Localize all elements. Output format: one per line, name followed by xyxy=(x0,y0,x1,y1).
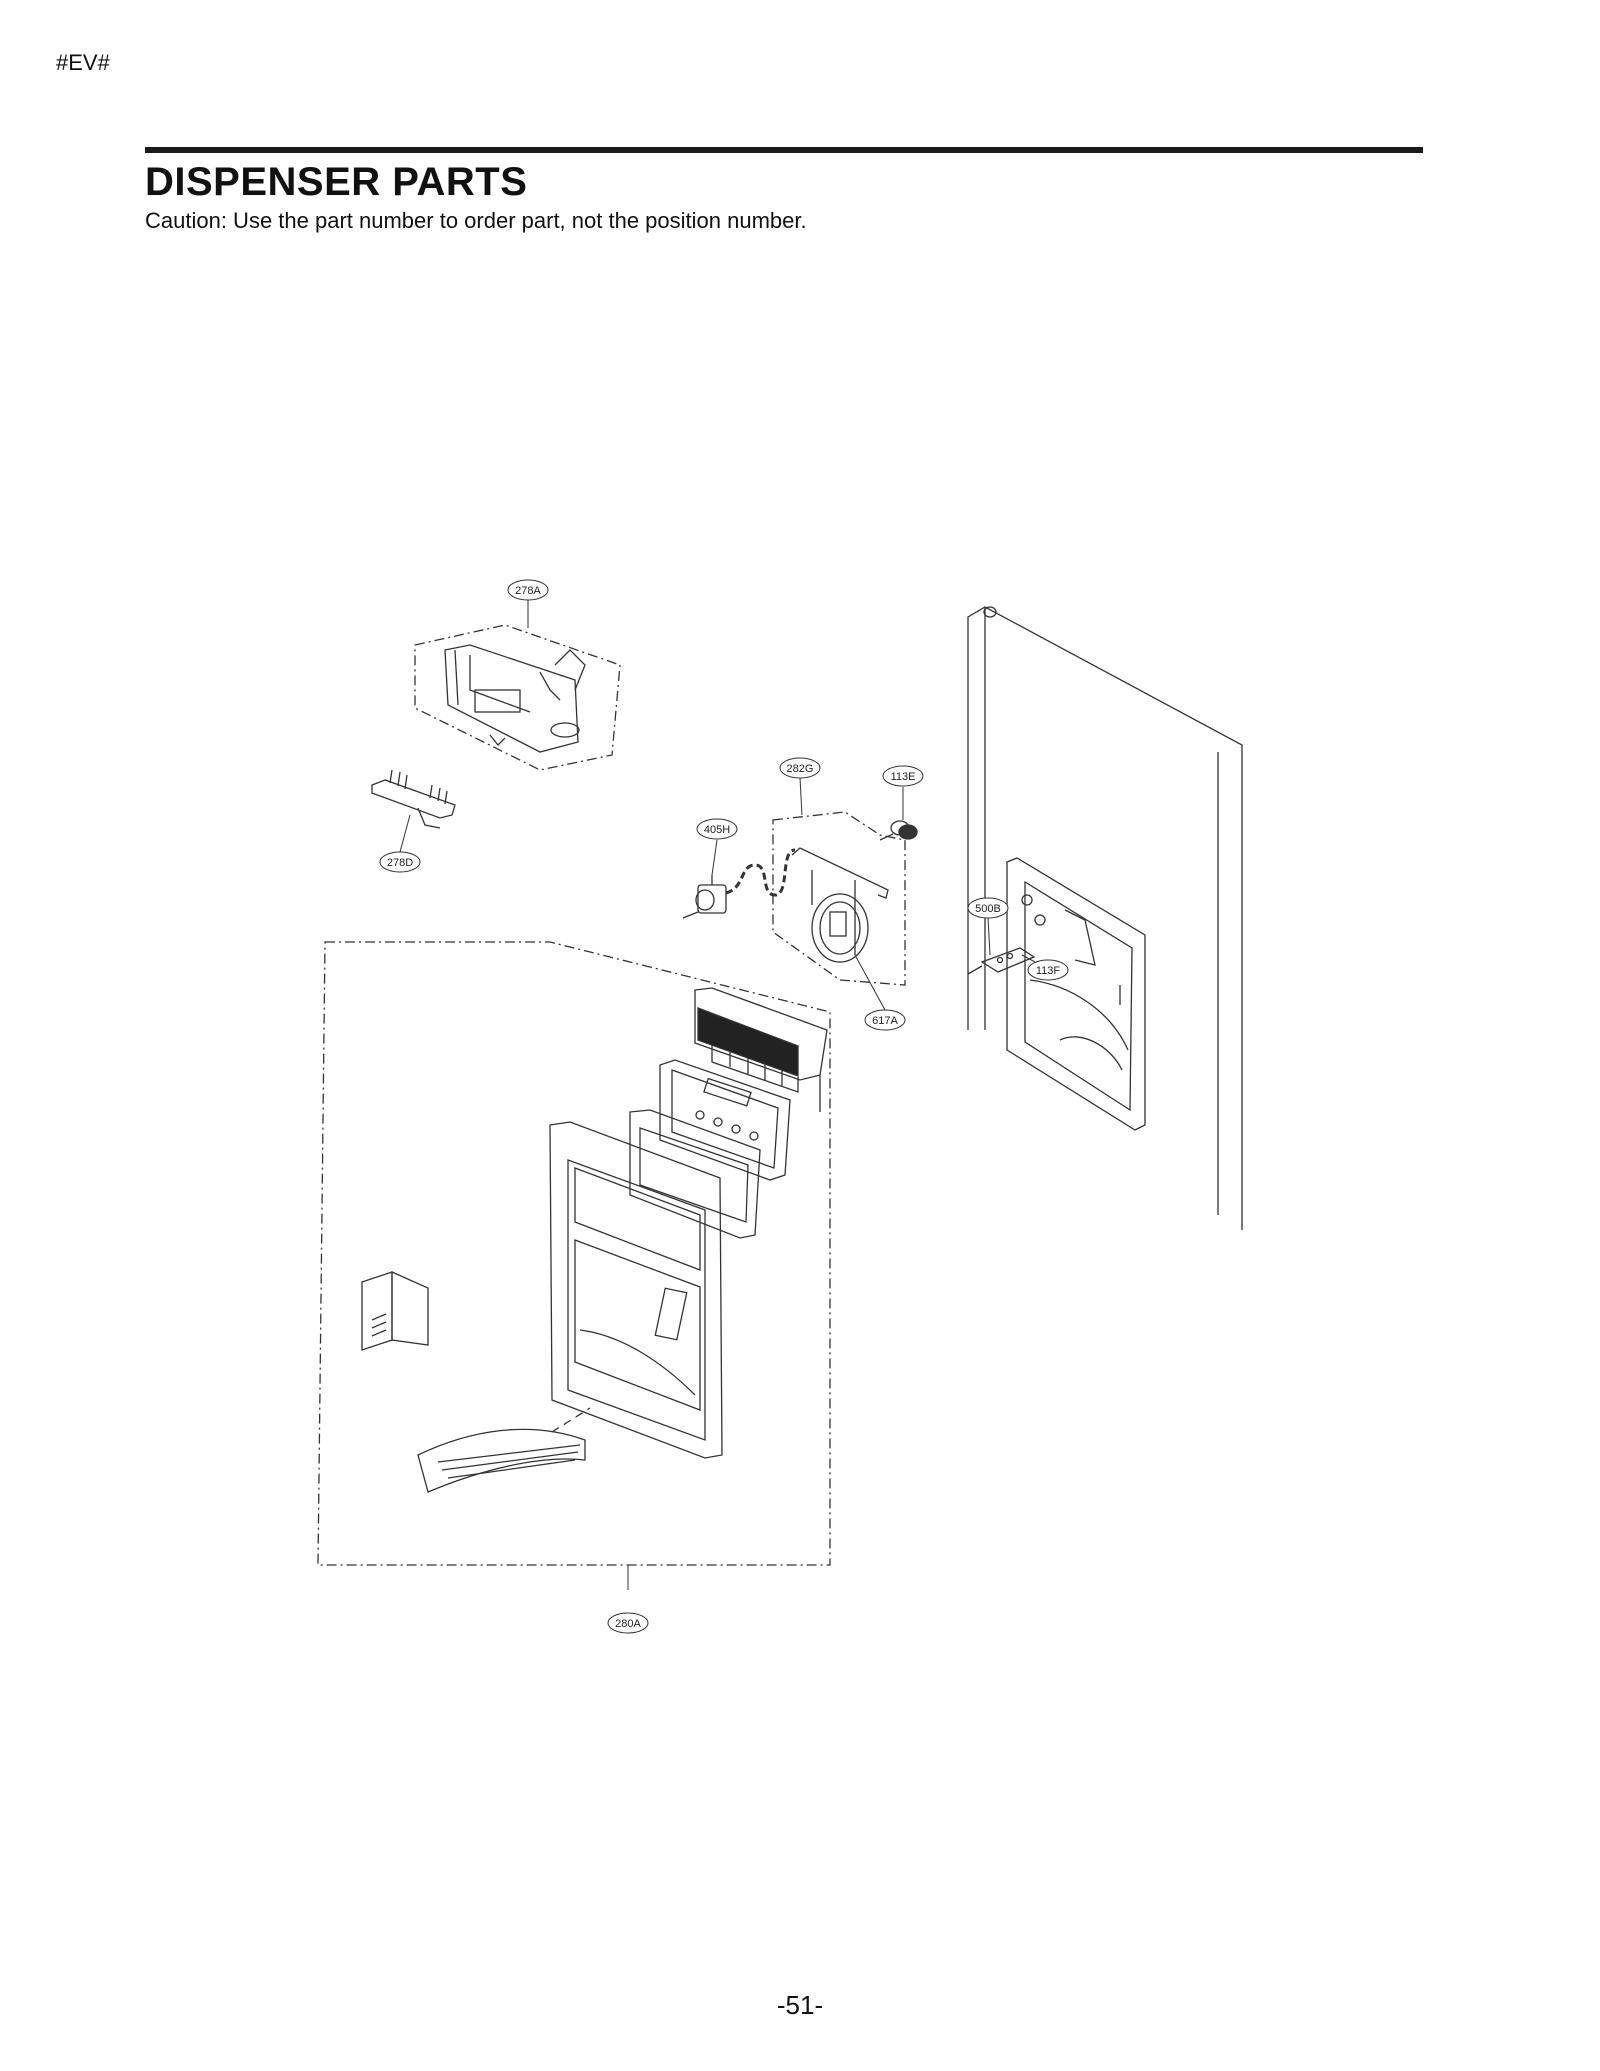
svg-text:280A: 280A xyxy=(615,1618,641,1630)
page-title: DISPENSER PARTS xyxy=(145,160,528,204)
callout-278A: 278A xyxy=(507,579,549,601)
leader-lines xyxy=(399,600,1036,1590)
part-278D-bracket xyxy=(371,769,456,829)
svg-text:500B: 500B xyxy=(975,903,1001,915)
svg-text:278D: 278D xyxy=(387,857,413,869)
svg-text:113E: 113E xyxy=(891,771,916,783)
part-282G-assembly xyxy=(772,811,906,986)
document-code: #EV# xyxy=(56,50,110,75)
title-rule xyxy=(145,147,1423,153)
part-113E-spring xyxy=(879,820,918,841)
callout-113E: 113E xyxy=(882,765,924,787)
part-280A-cover-assembly xyxy=(317,941,831,1566)
caution-note: Caution: Use the part number to order pa… xyxy=(145,208,807,233)
part-278A-housing xyxy=(414,624,621,771)
callout-282G: 282G xyxy=(779,757,821,779)
svg-text:617A: 617A xyxy=(872,1015,898,1027)
refrigerator-door xyxy=(967,606,1243,1230)
svg-text:282G: 282G xyxy=(787,763,814,775)
callout-278D: 278D xyxy=(379,851,421,873)
part-405H-solenoid xyxy=(682,848,796,919)
page-number: -51- xyxy=(776,1990,824,2020)
callout-280A: 280A xyxy=(607,1612,649,1634)
callout-405H: 405H xyxy=(696,818,738,840)
svg-text:405H: 405H xyxy=(704,824,730,836)
callout-617A: 617A xyxy=(864,1009,906,1031)
callout-500B: 500B xyxy=(967,897,1009,919)
part-500B-pcb xyxy=(967,947,1036,975)
callout-113F: 113F xyxy=(1027,959,1069,981)
svg-text:113F: 113F xyxy=(1036,965,1061,977)
svg-text:278A: 278A xyxy=(515,585,541,597)
